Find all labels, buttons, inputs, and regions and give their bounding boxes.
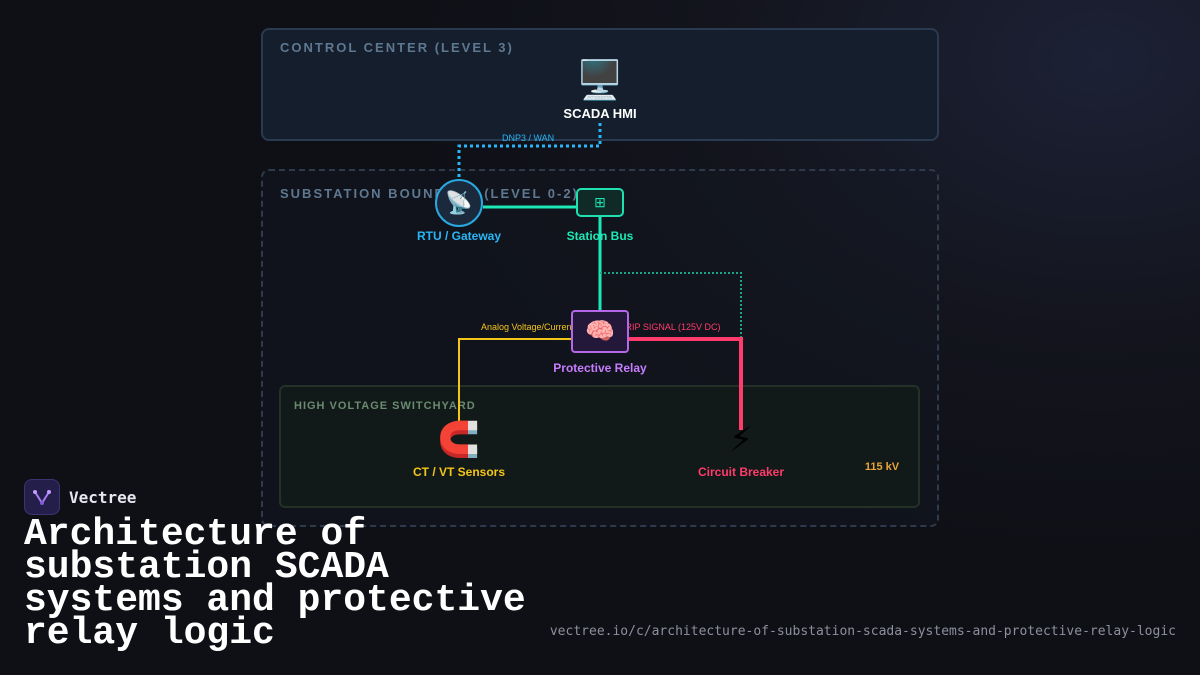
ct-vt-sensors-label: CT / VT Sensors xyxy=(412,465,506,479)
lightning-bolt-icon: ⚡ xyxy=(729,420,753,460)
bus-breaker-status-link xyxy=(600,272,742,340)
rtu-gateway-label: RTU / Gateway xyxy=(416,229,502,243)
brand: Vectree xyxy=(24,479,136,515)
brand-name: Vectree xyxy=(69,487,137,507)
station-bus-label: Station Bus xyxy=(566,229,634,243)
analog-signal-label: Analog Voltage/Current xyxy=(481,322,575,332)
high-voltage-switchyard-label: HIGH VOLTAGE SWITCHYARD xyxy=(294,400,476,412)
control-center-zone: CONTROL CENTER (LEVEL 3) xyxy=(261,28,939,141)
trip-signal-label: TRIP SIGNAL (125V DC) xyxy=(620,322,721,332)
voltage-rating-label: 115 kV xyxy=(864,461,900,473)
brain-icon: 🧠 xyxy=(585,318,615,345)
magnet-icon: 🧲 xyxy=(437,420,481,460)
page-title: Architecture of substation SCADA systems… xyxy=(24,513,526,655)
circuit-breaker-label: Circuit Breaker xyxy=(697,465,785,479)
high-voltage-switchyard-zone: HIGH VOLTAGE SWITCHYARD xyxy=(279,385,920,508)
analog-sensor-link xyxy=(458,338,571,430)
rtu-gateway-node[interactable]: 📡 xyxy=(435,179,483,227)
scada-hmi-label: SCADA HMI xyxy=(563,106,637,121)
desktop-computer-icon: 🖥️ xyxy=(576,58,624,102)
dnp3-wan-link xyxy=(457,123,602,179)
station-bus-node[interactable]: ⊞ xyxy=(576,188,624,217)
substation-boundary-label: SUBSTATION BOUNDARY (LEVEL 0-2) xyxy=(280,186,579,201)
protective-relay-node[interactable]: 🧠 xyxy=(571,310,629,353)
trip-signal-link xyxy=(629,337,743,430)
control-center-label: CONTROL CENTER (LEVEL 3) xyxy=(280,40,514,55)
page-url[interactable]: vectree.io/c/architecture-of-substation-… xyxy=(549,624,1176,639)
network-switch-icon: ⊞ xyxy=(594,194,606,210)
vectree-logo-icon xyxy=(24,479,60,515)
satellite-antenna-icon: 📡 xyxy=(445,190,473,215)
protective-relay-label: Protective Relay xyxy=(553,361,647,375)
dnp3-wan-label: DNP3 / WAN xyxy=(502,133,555,143)
